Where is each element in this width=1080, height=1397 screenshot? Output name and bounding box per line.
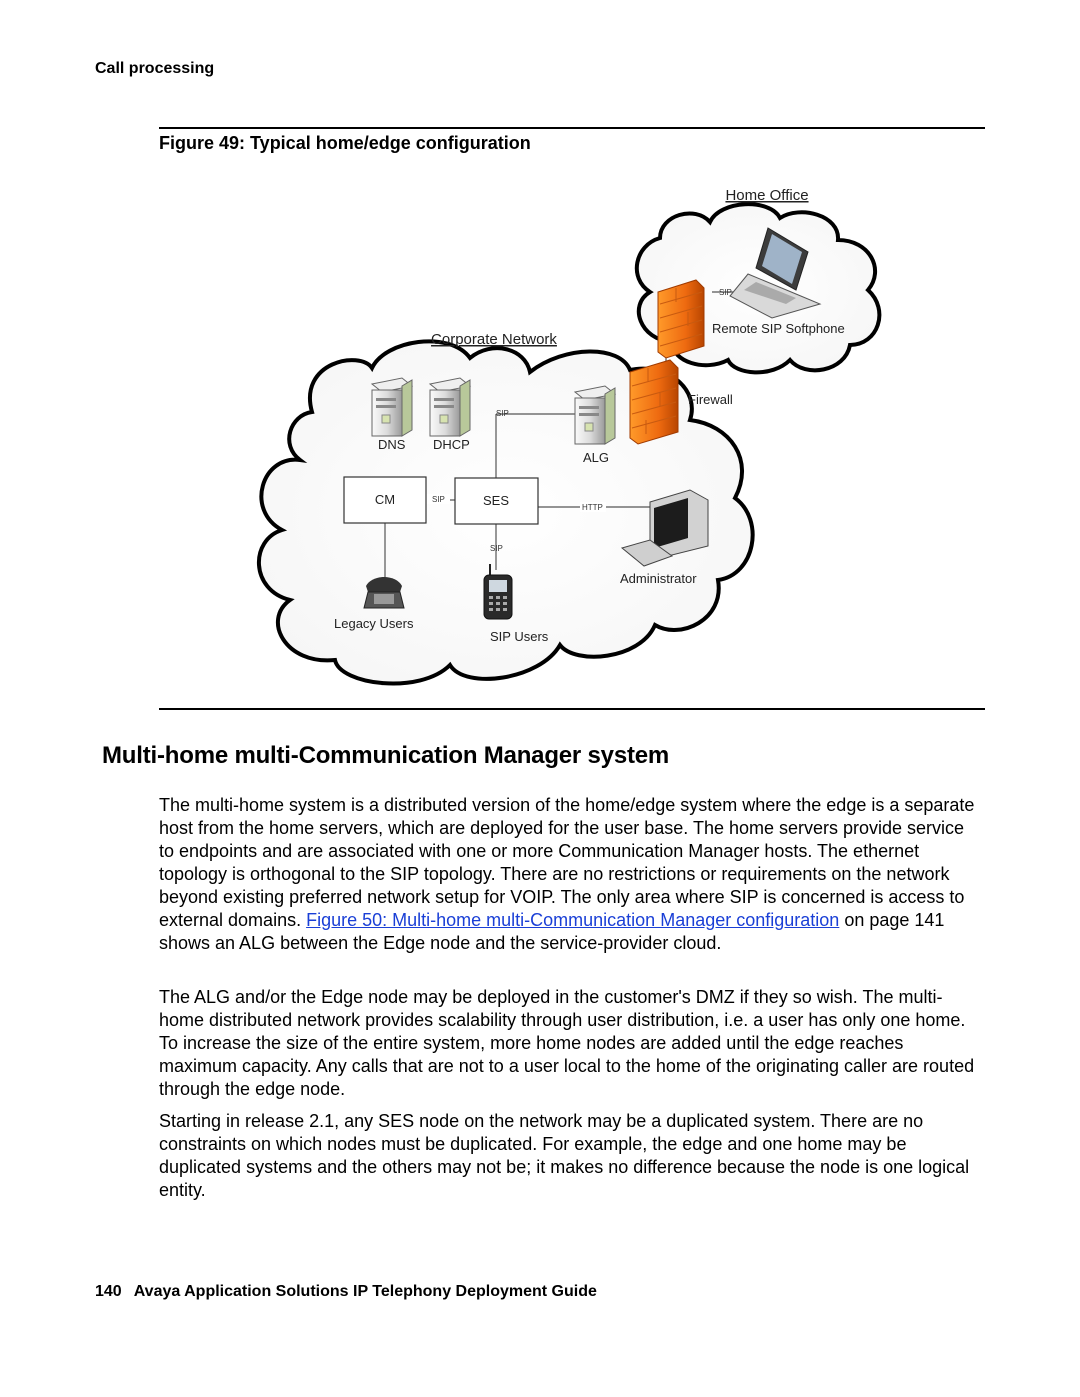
dns-server-icon xyxy=(370,377,414,437)
sip-link-alg-label: SIP xyxy=(496,409,509,418)
footer-title: Avaya Application Solutions IP Telephony… xyxy=(133,1283,597,1300)
alg-server-icon xyxy=(573,385,617,445)
administrator-label: Administrator xyxy=(620,571,697,586)
paragraph-3-text: Starting in release 2.1, any SES node on… xyxy=(159,1111,970,1200)
page-footer: 140 Avaya Application Solutions IP Teleph… xyxy=(95,1283,597,1301)
paragraph-3: Starting in release 2.1, any SES node on… xyxy=(159,1110,975,1202)
alg-label: ALG xyxy=(583,450,609,465)
page-number: 140 xyxy=(95,1283,122,1300)
cm-label: CM xyxy=(375,492,395,507)
figure-bottom-rule xyxy=(159,708,985,710)
figure-caption: Figure 49: Typical home/edge configurati… xyxy=(159,133,531,153)
dns-label: DNS xyxy=(378,437,406,452)
paragraph-2: The ALG and/or the Edge node may be depl… xyxy=(159,986,975,1101)
paragraph-1-text: The multi-home system is a distributed v… xyxy=(159,795,975,930)
sip-link-cm-ses-label: SIP xyxy=(432,495,445,504)
figure-50-link[interactable]: Figure 50: Multi-home multi-Communicatio… xyxy=(306,910,840,930)
dhcp-server-icon xyxy=(428,377,472,437)
ses-box xyxy=(454,477,539,525)
figure-top-rule xyxy=(159,127,985,129)
running-head: Call processing xyxy=(95,60,215,77)
sip-link-softphone-label: SIP xyxy=(719,288,732,297)
administrator-monitor-icon xyxy=(620,489,709,567)
sip-mobile-phone-icon xyxy=(483,564,513,620)
remote-sip-softphone-label: Remote SIP Softphone xyxy=(712,321,845,336)
legacy-users-label: Legacy Users xyxy=(334,616,414,631)
sip-users-label: SIP Users xyxy=(490,629,549,644)
dhcp-label: DHCP xyxy=(433,437,470,452)
home-office-label: Home Office xyxy=(725,187,808,204)
http-link-label: HTTP xyxy=(582,503,603,512)
ses-label: SES xyxy=(483,493,509,508)
firewall-label: Firewall xyxy=(688,392,733,407)
sip-link-users-label: SIP xyxy=(490,544,503,553)
paragraph-1-after: on page 141 shows an ALG between the Edg… xyxy=(159,910,945,953)
corporate-network-label: Corporate Network xyxy=(431,331,557,348)
firewall-home-icon xyxy=(657,279,705,359)
laptop-icon xyxy=(729,227,822,319)
firewall-corporate-icon xyxy=(629,359,679,445)
paragraph-1: The multi-home system is a distributed v… xyxy=(159,794,975,955)
network-diagram: SIP SIP HTTP SIP SIP xyxy=(257,187,882,686)
section-title: Multi-home multi-Communication Manager s… xyxy=(102,742,670,769)
paragraph-2-text: The ALG and/or the Edge node may be depl… xyxy=(159,987,975,1099)
legacy-phone-icon xyxy=(363,577,405,609)
cm-box xyxy=(343,476,427,524)
